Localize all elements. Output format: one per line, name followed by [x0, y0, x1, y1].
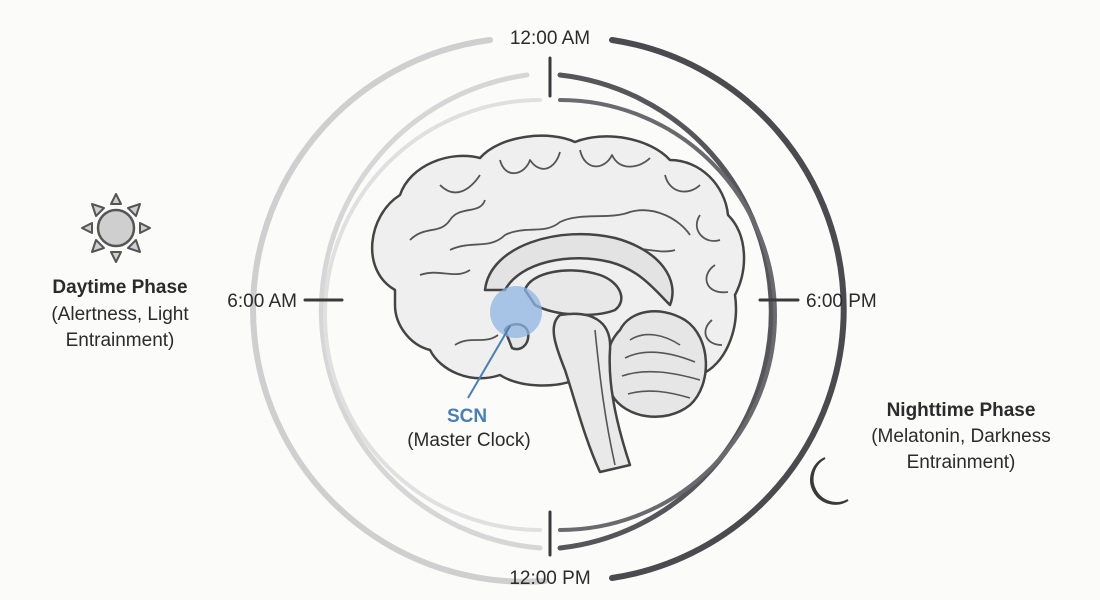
clock-label-left: 6:00 AM	[227, 291, 297, 312]
clock-rings	[250, 37, 847, 585]
moon-icon	[810, 457, 849, 505]
clock-label-top: 12:00 AM	[510, 28, 590, 49]
corpus-callosum	[483, 232, 674, 307]
sun-icon	[81, 193, 151, 263]
cerebellum	[604, 310, 708, 418]
night-phase-title: Nighttime Phase	[887, 400, 1036, 421]
day-phase-title: Daytime Phase	[52, 277, 187, 298]
day-phase-line2: Entrainment)	[66, 330, 175, 351]
brainstem	[552, 312, 632, 474]
scn-pointer	[467, 325, 511, 399]
clock-label-right: 6:00 PM	[806, 291, 877, 312]
inner-ring-night-arc	[558, 98, 777, 532]
scn-title: SCN	[447, 406, 487, 427]
middle-ring-night-arc	[557, 72, 774, 551]
day-phase-line1: (Alertness, Light	[51, 304, 189, 325]
scn-subtitle: (Master Clock)	[407, 430, 531, 451]
outer-ring-night-arc	[609, 37, 847, 581]
outer-ring-day-arc	[250, 37, 548, 585]
scn-highlight	[490, 286, 542, 338]
night-phase-line1: (Melatonin, Darkness	[871, 426, 1051, 447]
clock-label-bottom: 12:00 PM	[509, 568, 590, 589]
inner-ring-day-arc	[323, 98, 542, 532]
night-phase-line2: Entrainment)	[907, 452, 1016, 473]
brain-illustration	[371, 134, 746, 474]
middle-ring-day-arc	[318, 72, 543, 551]
